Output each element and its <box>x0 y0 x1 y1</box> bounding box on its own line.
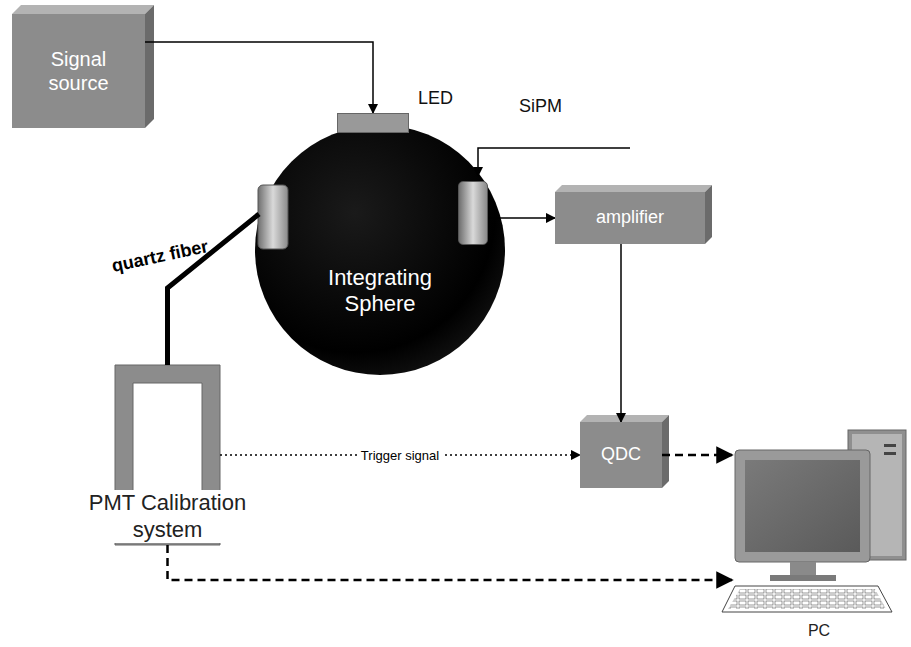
node-label: Integrating Sphere <box>298 265 463 318</box>
node-label: PC <box>808 621 830 640</box>
edge-label: Trigger signal <box>358 448 442 463</box>
node-label: amplifier <box>596 207 664 229</box>
amplifier-box: amplifier <box>555 192 705 244</box>
sphere-shape <box>255 125 505 375</box>
box-side-face <box>662 415 669 488</box>
fiber-port <box>258 185 288 249</box>
pc-neck <box>790 562 816 576</box>
node-label: LED <box>418 88 453 110</box>
pc-monitor <box>735 450 870 562</box>
connector <box>168 214 260 365</box>
sipm-port: SiPM <box>458 181 488 245</box>
pc-screen <box>745 460 860 552</box>
box-top-face <box>12 5 154 14</box>
pc-base <box>770 575 836 581</box>
led-box: LED <box>337 113 409 133</box>
box-top-face <box>555 185 712 192</box>
node-label: Signal source <box>24 47 134 95</box>
pc-keyboard <box>722 586 892 612</box>
box-top-face <box>580 415 669 422</box>
box-side-face <box>705 185 712 244</box>
sipm-wire <box>478 148 630 176</box>
pmt-calibration-system: PMT Calibration system <box>40 365 295 545</box>
node-label: PMT Calibration system <box>76 490 259 543</box>
node-label: SiPM <box>519 96 562 118</box>
pc-drive <box>884 444 896 447</box>
connector <box>145 42 373 113</box>
connector <box>662 454 732 457</box>
signal-source-box: Signal source <box>12 14 145 128</box>
node-label: QDC <box>601 444 641 466</box>
pc-keys <box>728 589 886 609</box>
connector <box>620 244 622 422</box>
edge-label: quartz fiber <box>107 235 213 277</box>
connector <box>488 217 555 219</box>
qdc-box: QDC <box>580 422 662 488</box>
integrating-sphere: Integrating Sphere <box>255 125 505 375</box>
pc-computer: PC <box>732 428 906 642</box>
pc-drive <box>884 452 896 455</box>
box-side-face <box>145 5 154 128</box>
connector <box>168 545 733 580</box>
